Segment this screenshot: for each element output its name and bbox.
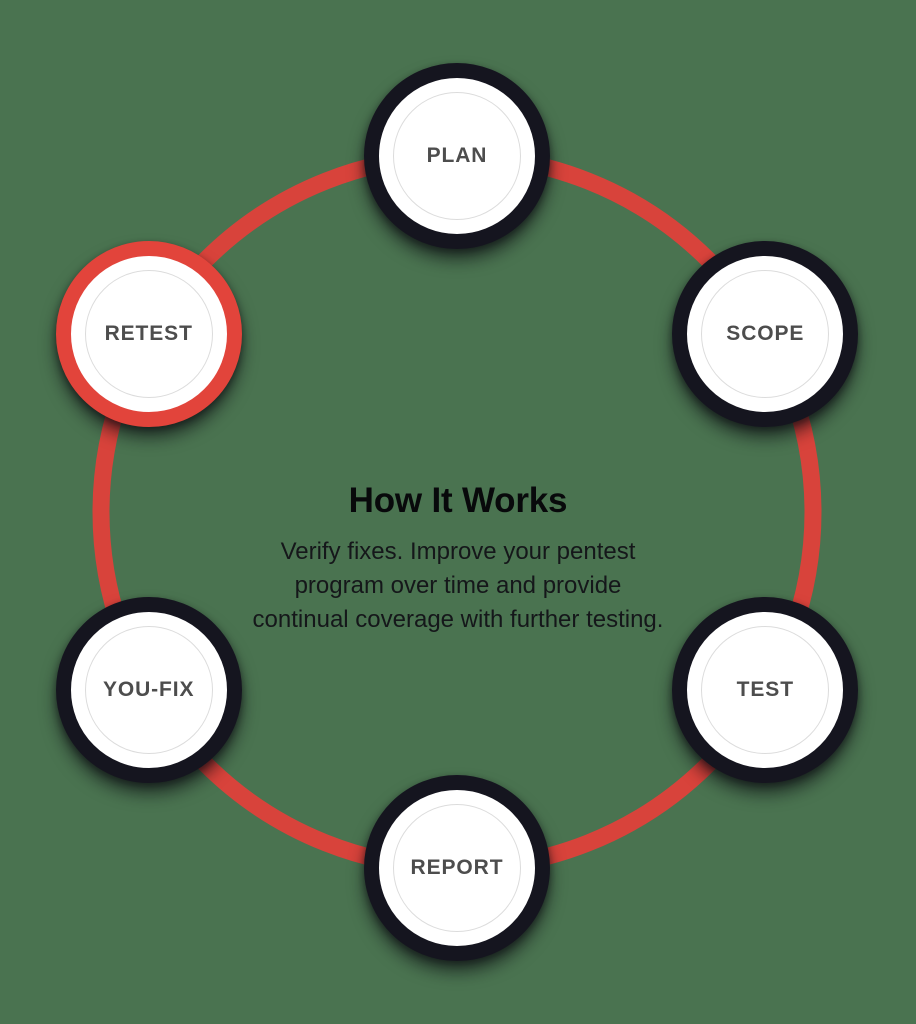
cycle-node-label-you-fix: YOU-FIX [102, 678, 195, 701]
node-inner-circle [393, 804, 521, 932]
cycle-node-label-retest: RETEST [104, 322, 193, 345]
cycle-node-retest[interactable]: RETEST [55, 241, 242, 427]
cycle-node-label-test: TEST [736, 678, 794, 701]
node-inner-circle [393, 92, 521, 220]
cycle-node-label-report: REPORT [410, 856, 504, 879]
cycle-node-test[interactable]: TEST [672, 597, 859, 783]
cycle-node-you-fix[interactable]: YOU-FIX [55, 597, 242, 783]
cycle-node-label-scope: SCOPE [726, 322, 805, 345]
cycle-node-label-plan: PLAN [426, 144, 488, 167]
node-inner-circle [701, 626, 830, 754]
node-inner-circle [84, 270, 213, 398]
cycle-node-report[interactable]: REPORT [364, 775, 550, 961]
node-inner-circle [701, 270, 830, 398]
cycle-node-scope[interactable]: SCOPE [672, 241, 859, 427]
cycle-node-plan[interactable]: PLAN [364, 63, 550, 249]
node-inner-circle [84, 626, 213, 754]
